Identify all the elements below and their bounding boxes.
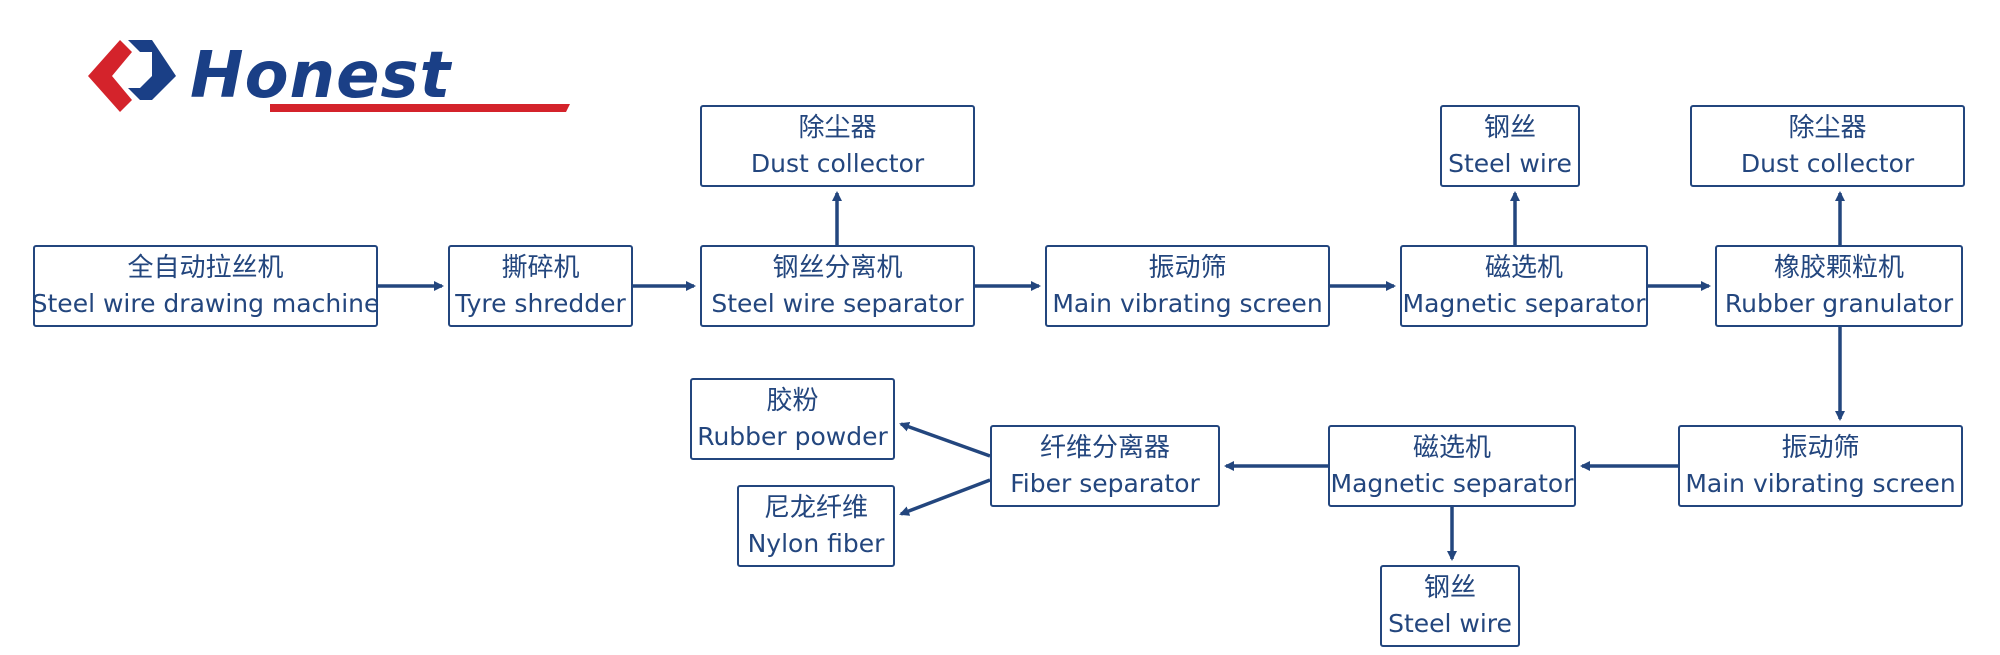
node-vibrating-screen-2: 振动筛 Main vibrating screen bbox=[1678, 425, 1963, 507]
node-label-zh: 钢丝 bbox=[1483, 112, 1536, 143]
node-label-zh: 振动筛 bbox=[1781, 432, 1860, 463]
node-rubber-granulator: 橡胶颗粒机 Rubber granulator bbox=[1715, 245, 1963, 327]
node-wire-drawing: 全自动拉丝机 Steel wire drawing machine bbox=[31, 245, 380, 327]
node-label-zh: 胶粉 bbox=[766, 385, 819, 416]
node-label-zh: 尼龙纤维 bbox=[763, 492, 868, 523]
node-label-zh: 磁选机 bbox=[1412, 432, 1491, 463]
logo-underline-icon bbox=[270, 104, 570, 112]
node-vibrating-screen-1: 振动筛 Main vibrating screen bbox=[1045, 245, 1330, 327]
node-label-zh: 除尘器 bbox=[798, 112, 877, 143]
node-label-zh: 钢丝 bbox=[1423, 572, 1476, 603]
node-label-en: Nylon fiber bbox=[747, 529, 885, 559]
node-label-en: Magnetic separator bbox=[1402, 289, 1646, 319]
logo-wordmark: Honest bbox=[190, 39, 452, 113]
node-fiber-separator: 纤维分离器 Fiber separator bbox=[990, 425, 1220, 507]
node-label-zh: 纤维分离器 bbox=[1039, 432, 1170, 463]
node-label-zh: 橡胶颗粒机 bbox=[1773, 252, 1904, 283]
flow-arrow-14 bbox=[899, 478, 991, 516]
node-dust-collector-2: 除尘器 Dust collector bbox=[1690, 105, 1965, 187]
flow-arrow-13 bbox=[899, 422, 991, 458]
node-steel-wire-1: 钢丝 Steel wire bbox=[1440, 105, 1580, 187]
node-nylon-fiber: 尼龙纤维 Nylon fiber bbox=[737, 485, 895, 567]
node-label-zh: 全自动拉丝机 bbox=[127, 252, 284, 283]
node-label-en: Rubber powder bbox=[697, 422, 888, 452]
node-label-en: Steel wire drawing machine bbox=[31, 289, 380, 319]
node-label-en: Tyre shredder bbox=[455, 289, 626, 319]
node-label-en: Dust collector bbox=[1740, 149, 1915, 179]
node-tyre-shredder: 撕碎机 Tyre shredder bbox=[448, 245, 633, 327]
node-dust-collector-1: 除尘器 Dust collector bbox=[700, 105, 975, 187]
node-label-zh: 钢丝分离机 bbox=[772, 252, 903, 283]
node-label-en: Fiber separator bbox=[1010, 469, 1200, 499]
node-label-zh: 振动筛 bbox=[1148, 252, 1227, 283]
node-label-zh: 除尘器 bbox=[1788, 112, 1867, 143]
node-label-zh: 磁选机 bbox=[1484, 252, 1563, 283]
node-label-en: Steel wire bbox=[1448, 149, 1572, 179]
honest-logo: Honest bbox=[80, 36, 570, 116]
node-label-en: Magnetic separator bbox=[1330, 469, 1574, 499]
node-label-en: Steel wire separator bbox=[711, 289, 964, 319]
node-label-en: Dust collector bbox=[750, 149, 925, 179]
logo-mark-icon bbox=[88, 40, 176, 112]
node-magnetic-separator-2: 磁选机 Magnetic separator bbox=[1328, 425, 1576, 507]
node-steel-wire-2: 钢丝 Steel wire bbox=[1380, 565, 1520, 647]
node-label-en: Rubber granulator bbox=[1724, 289, 1954, 319]
node-label-zh: 撕碎机 bbox=[501, 252, 580, 283]
node-label-en: Main vibrating screen bbox=[1052, 289, 1323, 319]
node-wire-separator: 钢丝分离机 Steel wire separator bbox=[700, 245, 975, 327]
node-label-en: Steel wire bbox=[1388, 609, 1512, 639]
node-label-en: Main vibrating screen bbox=[1685, 469, 1956, 499]
node-rubber-powder: 胶粉 Rubber powder bbox=[690, 378, 895, 460]
node-magnetic-separator-1: 磁选机 Magnetic separator bbox=[1400, 245, 1648, 327]
